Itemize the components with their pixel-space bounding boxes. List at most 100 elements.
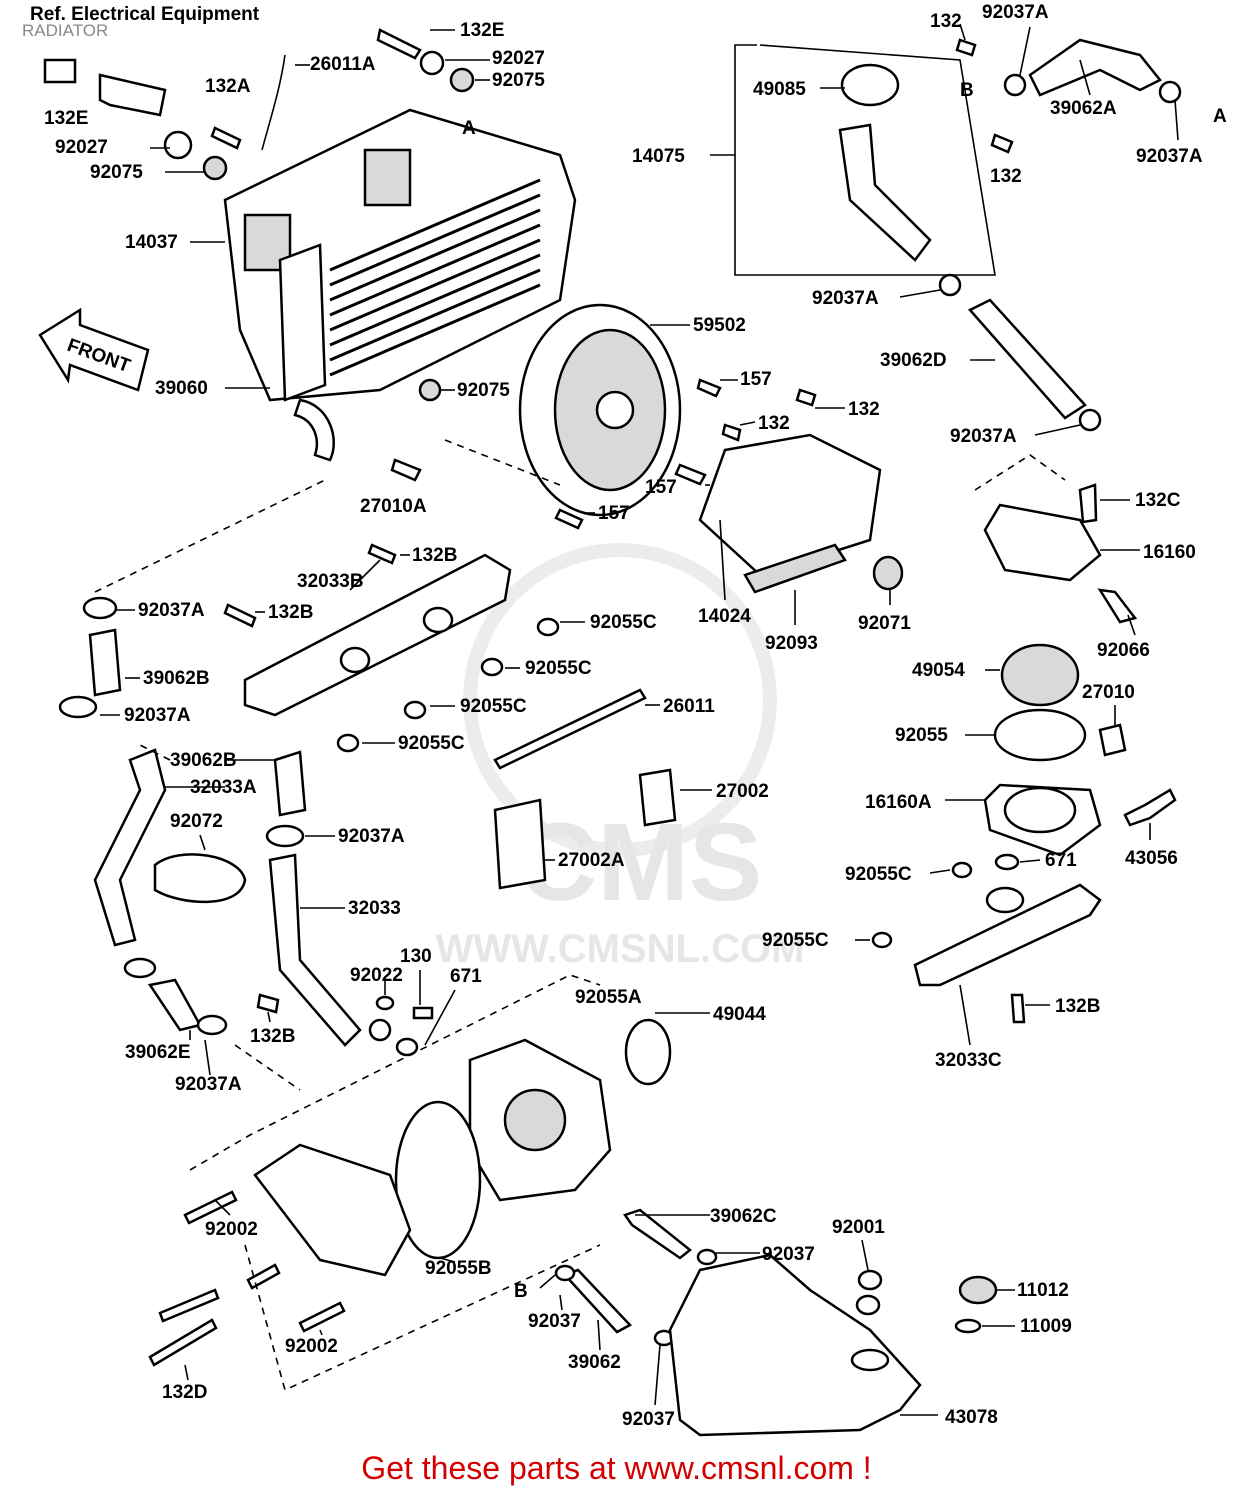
label-92055C-2: 92055C [525,658,592,679]
label-32033C: 32033C [935,1050,1002,1071]
sensor-43056 [1123,788,1177,827]
label-92037A-left-upper: 92037A [138,600,205,621]
label-39062C: 39062C [710,1206,777,1227]
thermostat-cover-16160 [983,503,1102,582]
label-92072: 92072 [170,811,223,832]
water-pump-assembly [148,974,672,1392]
label-132C: 132C [1135,490,1181,511]
connector-27002A [493,798,547,890]
bolt-132B-left [256,993,280,1014]
filler-pipe-assembly [734,38,1182,432]
label-92037-lower: 92037 [622,1409,675,1430]
label-32033: 32033 [348,898,401,919]
label-49044: 49044 [713,1004,766,1025]
label-39062D: 39062D [880,350,947,371]
clamp-92037A-lower [1078,408,1102,432]
label-92027-top: 92027 [492,48,545,69]
gasket-92055B [394,1100,482,1260]
label-39060: 39060 [155,378,208,399]
gasket-11009 [954,1318,982,1334]
label-92071: 92071 [858,613,911,634]
o-ring-92055C-1 [536,617,560,637]
label-49085: 49085 [753,79,806,100]
label-130: 130 [400,946,432,967]
bolt-92001-upper [857,1269,883,1291]
label-43056: 43056 [1125,848,1178,869]
fan-hub [595,390,635,430]
bolt-130 [412,1006,434,1020]
watermark-logo: CMS [518,801,762,924]
bolt-132A [210,126,242,150]
clamp-92037A-top-right [1158,80,1182,104]
reference-header: Ref. Electrical Equipment [30,4,260,25]
label-11012: 11012 [1017,1280,1069,1301]
hose-39062E [147,978,202,1032]
watermark-url: WWW.CMSNL.COM [436,927,805,971]
label-132B-upper: 132B [412,545,457,566]
bolt-157-upper [696,378,722,398]
label-92037A-lower: 92037A [950,426,1017,447]
fan-cover [698,433,882,577]
label-11009: 11009 [1020,1316,1072,1337]
label-49054: 49054 [912,660,965,681]
bolt-132B-upper [367,543,397,565]
label-92075-left: 92075 [90,162,143,183]
label-26011: 26011 [663,696,715,717]
connector-27002 [638,768,677,827]
clamp-92037A-left-upper [82,596,118,620]
grommet-92071 [872,555,904,591]
o-ring-92055C-4 [336,733,360,753]
label-92066: 92066 [1097,640,1150,661]
label-92037-left: 92037 [528,1311,581,1332]
fan-wire-26011A [261,54,286,151]
label-32033B: 32033B [297,571,364,592]
label-132E-top: 132E [460,20,504,41]
pipe-32033C [913,883,1102,987]
label-92037A-top-left: 92037A [982,2,1049,23]
thermostat-assembly [871,454,1177,1024]
label-92055C-right-1: 92055C [845,864,912,885]
o-ring-92055C-right-2 [871,931,893,949]
bolt-132-pipe [990,133,1014,154]
pump-cover [253,1143,412,1277]
radiator-hose-outlet [293,398,335,462]
fitting-32033-end [368,1018,392,1042]
label-132D: 132D [162,1382,207,1403]
grommet-92075-bottom [418,378,442,402]
coolant-pipes-left [58,543,677,1057]
bolt-132-top [955,38,977,57]
label-92001: 92001 [832,1217,885,1238]
clamp-92037A-mid [938,273,962,297]
reservoir-tank-43078 [668,1253,922,1437]
grommet-92027-left [163,130,193,160]
seal-92093 [743,543,847,594]
fan-assembly [518,303,722,530]
label-92002-upper: 92002 [205,1219,258,1240]
o-ring-92055C-3 [403,700,427,720]
bolt-92001-lower [855,1294,881,1316]
label-92037A-top-right: 92037A [1136,146,1203,167]
label-B-top: B [960,80,974,101]
o-ring-92055 [993,708,1087,762]
label-157-upper: 157 [740,369,772,390]
bolt-132-cover-right [795,388,817,407]
clamp-92037A-middle [265,824,305,848]
reservoir-neck [850,1348,890,1372]
pump-impeller [503,1088,567,1152]
label-26011A: 26011A [310,54,376,75]
label-32033A: 32033A [190,777,257,798]
switch-27010 [1098,723,1127,757]
radiator-grille-left [243,213,292,272]
label-27010: 27010 [1082,682,1135,703]
footer-promo: Get these parts at www.cmsnl.com ! [361,1450,872,1486]
label-14075: 14075 [632,146,685,167]
filler-pipe [838,123,932,262]
reservoir-cap-11012 [958,1275,998,1305]
label-132B-lower: 132B [268,602,313,623]
bolt-92002-lower [298,1301,346,1333]
pipe-32033B [243,553,512,717]
label-92037A-bottom: 92037A [175,1074,242,1095]
label-92093: 92093 [765,633,818,654]
label-16160: 16160 [1143,542,1196,563]
label-132E-left: 132E [44,108,88,129]
